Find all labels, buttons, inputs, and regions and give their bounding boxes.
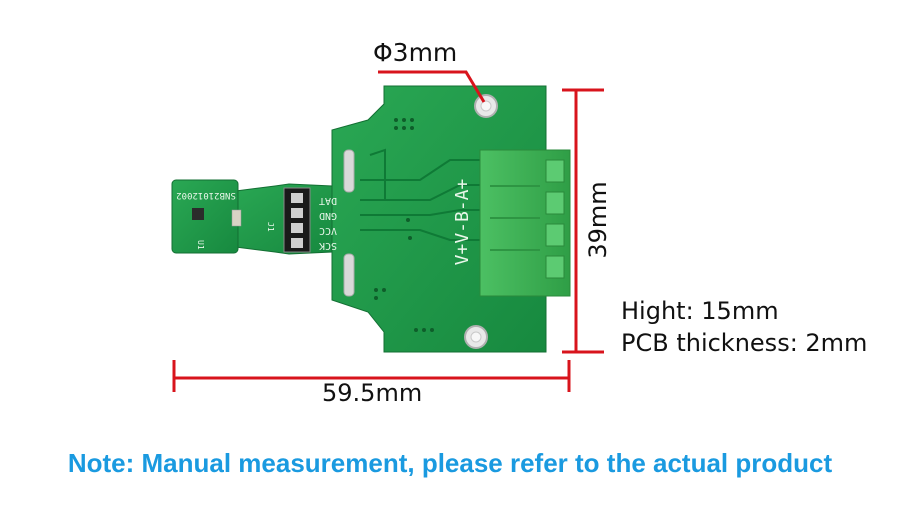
- j1-label: J1: [266, 222, 275, 232]
- pcb-thickness-label: PCB thickness: 2mm: [621, 329, 868, 357]
- measurement-note: Note: Manual measurement, please refer t…: [67, 448, 833, 478]
- pin-label-dat: DAT: [319, 195, 337, 206]
- u1-label: U1: [196, 240, 205, 250]
- part-number: SNB21012002: [176, 190, 236, 200]
- hole-diameter-label: Φ3mm: [373, 38, 458, 67]
- width-label: 59.5mm: [322, 379, 423, 407]
- pcb-traces: [360, 148, 480, 241]
- length-label: 39mm: [584, 181, 612, 259]
- mounting-hole-bottom: [464, 325, 488, 349]
- mounting-hole-top: [474, 94, 498, 118]
- smd-resistor: [231, 209, 242, 227]
- pin-label-vcc: VCC: [319, 225, 337, 236]
- pin-label-gnd: GND: [319, 210, 337, 221]
- height-label: Hight: 15mm: [621, 297, 779, 325]
- terminal-ribs: [490, 185, 540, 251]
- pin-label-sck: SCK: [319, 240, 337, 251]
- dimension-lines: [172, 70, 604, 392]
- board-slot-bottom: [343, 253, 355, 297]
- terminal-labels: V+V-B-A+: [452, 178, 473, 265]
- vias: [374, 118, 434, 332]
- header-pins: [291, 193, 303, 248]
- sensor-probe: [227, 183, 333, 255]
- board-slot-top: [343, 149, 355, 193]
- terminal-screws: [545, 159, 565, 279]
- sensor-chip: [192, 208, 204, 220]
- hole-leader: [378, 70, 486, 103]
